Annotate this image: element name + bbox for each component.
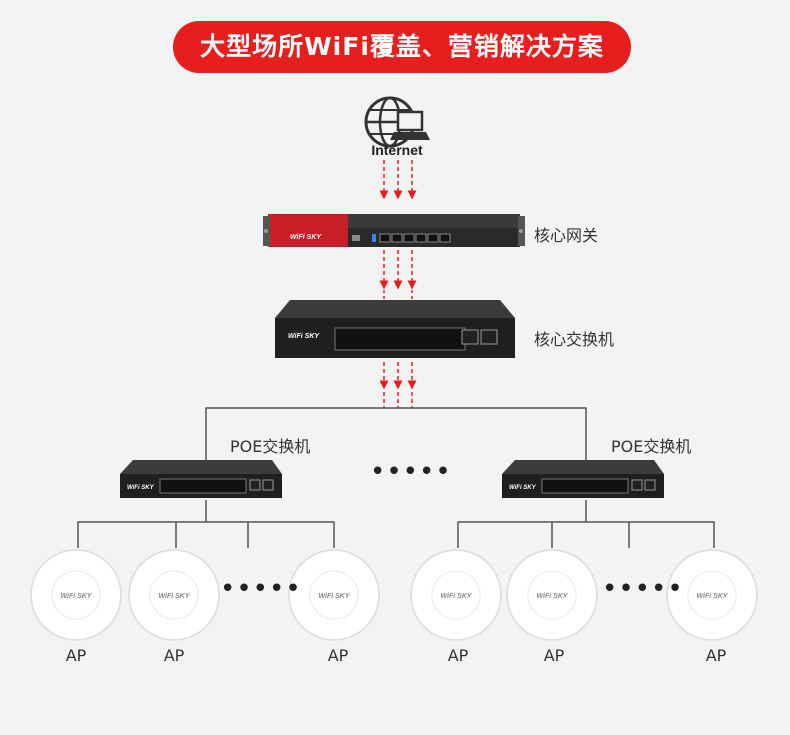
ap-ellipsis-left: •••••	[220, 574, 302, 604]
internet-label: Internet	[371, 142, 423, 158]
poe-switch-right-brand: WiFi SKY	[509, 485, 537, 491]
ap-6-label: AP	[705, 646, 727, 665]
poe-switch-right-device	[502, 460, 664, 498]
core-switch-brand: WiFi SKY	[288, 333, 320, 340]
ap-5-label: AP	[543, 646, 565, 665]
uplink-arrows-top	[379, 160, 417, 200]
gateway-brand: WiFi SKY	[290, 234, 322, 241]
uplink-arrows-middle	[379, 250, 417, 300]
ap-3-label: AP	[327, 646, 349, 665]
core-switch-device	[275, 300, 515, 358]
poe-switch-left-brand: WiFi SKY	[127, 485, 155, 491]
switch-ellipsis: •••••	[370, 457, 452, 487]
ap-4-label: AP	[447, 646, 469, 665]
ap-1-brand: WiFi SKY	[60, 593, 92, 600]
ap-4-brand: WiFi SKY	[440, 593, 472, 600]
ap-2-brand: WiFi SKY	[158, 593, 190, 600]
distribution-lines	[205, 407, 587, 460]
poe-switch-right-label: POE交换机	[611, 437, 692, 456]
access-point-4	[410, 549, 502, 641]
access-point-5	[506, 549, 598, 641]
core-switch-label: 核心交换机	[534, 330, 615, 349]
access-point-1	[30, 549, 122, 641]
ap-5-brand: WiFi SKY	[536, 593, 568, 600]
access-point-6	[666, 549, 758, 641]
downlink-arrows	[379, 362, 417, 408]
access-point-3	[288, 549, 380, 641]
poe-switch-left-label: POE交换机	[230, 437, 311, 456]
ap-tree-lines-right	[457, 500, 715, 548]
laptop-icon	[390, 110, 430, 140]
ap-2-label: AP	[163, 646, 185, 665]
ap-1-label: AP	[65, 646, 87, 665]
poe-switch-left-device	[120, 460, 282, 498]
ap-tree-lines-left	[77, 500, 335, 548]
ap-ellipsis-right: •••••	[602, 574, 684, 604]
page-title: 大型场所WiFi覆盖、营销解决方案	[173, 21, 631, 73]
core-gateway-device	[263, 214, 525, 247]
ap-6-brand: WiFi SKY	[696, 593, 728, 600]
gateway-label: 核心网关	[534, 226, 599, 245]
access-point-2	[128, 549, 220, 641]
ap-3-brand: WiFi SKY	[318, 593, 350, 600]
